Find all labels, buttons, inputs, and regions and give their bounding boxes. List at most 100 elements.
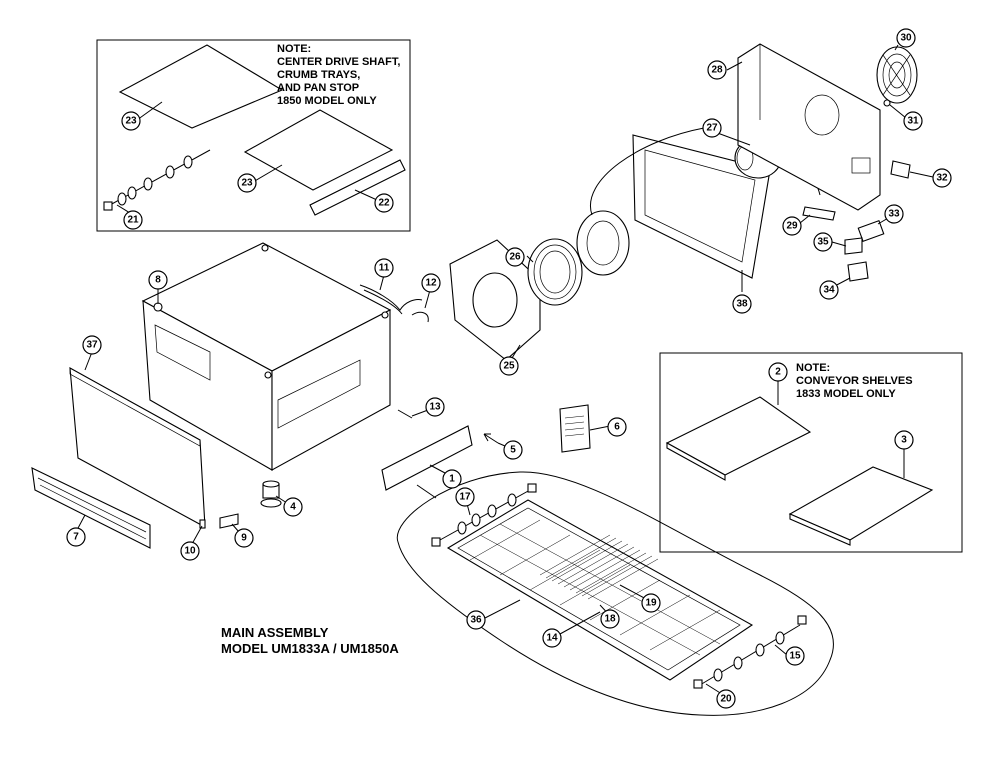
clip xyxy=(219,513,239,529)
direction-arrow xyxy=(483,433,499,444)
svg-text:13: 13 xyxy=(429,402,441,413)
svg-text:38: 38 xyxy=(736,299,748,310)
conveyor-belt-grid xyxy=(469,519,721,656)
conveyor-frame xyxy=(446,499,754,681)
callout-4: 4 xyxy=(283,497,303,517)
callout-31: 31 xyxy=(903,111,923,131)
diagram-title-line1: MAIN ASSEMBLY xyxy=(221,625,329,640)
blower-wheel xyxy=(527,238,583,306)
svg-text:22: 22 xyxy=(378,198,390,209)
access-panel xyxy=(381,425,473,491)
svg-text:34: 34 xyxy=(823,285,835,296)
oven-cabinet xyxy=(141,242,392,471)
svg-text:33: 33 xyxy=(888,209,900,220)
fan-guard xyxy=(876,46,918,104)
inlet-ring xyxy=(576,210,630,276)
callout-25: 25 xyxy=(499,356,519,376)
svg-text:31: 31 xyxy=(907,116,919,127)
callout-35: 35 xyxy=(813,232,833,252)
drive-shaft-rear xyxy=(431,483,537,547)
diagram-title-line2: MODEL UM1833A / UM1850A xyxy=(221,641,399,656)
svg-text:15: 15 xyxy=(789,651,801,662)
callout-14: 14 xyxy=(542,628,562,648)
svg-text:10: 10 xyxy=(184,546,196,557)
svg-text:36: 36 xyxy=(470,615,482,626)
callout-29: 29 xyxy=(782,216,802,236)
switch xyxy=(844,237,863,255)
callout-23-upper: 23 xyxy=(121,111,141,131)
callout-9: 9 xyxy=(234,528,254,548)
svg-text:37: 37 xyxy=(86,340,98,351)
svg-text:30: 30 xyxy=(900,33,912,44)
callout-1: 1 xyxy=(442,469,462,489)
crumb-rail xyxy=(31,467,151,549)
svg-text:28: 28 xyxy=(711,65,723,76)
callout-33: 33 xyxy=(884,204,904,224)
callout-36: 36 xyxy=(466,610,486,630)
callout-18: 18 xyxy=(600,609,620,629)
svg-text:32: 32 xyxy=(936,173,948,184)
center-drive-shaft xyxy=(103,149,211,211)
svg-text:11: 11 xyxy=(379,263,390,274)
svg-text:25: 25 xyxy=(503,361,515,372)
capacitor xyxy=(857,219,885,243)
callout-5: 5 xyxy=(503,440,523,460)
svg-text:20: 20 xyxy=(720,694,732,705)
note-top-left: NOTE: CENTER DRIVE SHAFT, CRUMB TRAYS, A… xyxy=(277,43,401,107)
callout-28: 28 xyxy=(707,60,727,80)
bracket xyxy=(802,206,836,221)
blower-housing xyxy=(632,134,771,279)
callout-11: 11 xyxy=(374,258,394,278)
svg-text:8: 8 xyxy=(155,275,161,286)
svg-text:18: 18 xyxy=(604,614,616,625)
cable-wires xyxy=(359,284,429,323)
small-fastener xyxy=(199,519,206,529)
callout-12: 12 xyxy=(421,273,441,293)
conveyor-shelf-lower xyxy=(788,466,934,546)
callout-7: 7 xyxy=(66,527,86,547)
callout-3: 3 xyxy=(894,430,914,450)
svg-text:21: 21 xyxy=(127,215,139,226)
motor-enclosure xyxy=(737,43,881,211)
drive-shaft-front xyxy=(693,615,807,689)
callout-22: 22 xyxy=(374,193,394,213)
callout-17: 17 xyxy=(455,487,475,507)
svg-text:6: 6 xyxy=(614,422,620,433)
relay xyxy=(847,261,869,282)
svg-text:26: 26 xyxy=(509,252,521,263)
svg-text:2: 2 xyxy=(775,367,781,378)
note-box-bottom-right xyxy=(659,352,963,553)
callout-34: 34 xyxy=(819,280,839,300)
callout-13: 13 xyxy=(425,397,445,417)
pan-stop xyxy=(309,159,406,216)
callout-2: 2 xyxy=(768,362,788,382)
svg-text:9: 9 xyxy=(241,533,247,544)
callout-30: 30 xyxy=(896,28,916,48)
callout-21: 21 xyxy=(123,210,143,230)
callout-19: 19 xyxy=(641,593,661,613)
svg-text:7: 7 xyxy=(73,532,79,543)
cover-plate xyxy=(890,160,911,179)
conveyor-outline xyxy=(396,471,834,716)
note-bottom-right: NOTE: CONVEYOR SHELVES 1833 MODEL ONLY xyxy=(796,362,913,400)
svg-text:14: 14 xyxy=(546,633,558,644)
svg-text:5: 5 xyxy=(510,445,516,456)
instruction-label xyxy=(559,404,591,453)
pin xyxy=(397,409,413,419)
callout-23-lower: 23 xyxy=(237,173,257,193)
svg-text:3: 3 xyxy=(901,435,907,446)
svg-text:23: 23 xyxy=(241,178,253,189)
callout-37: 37 xyxy=(82,335,102,355)
crumb-tray-lower xyxy=(243,109,394,191)
callout-38: 38 xyxy=(732,294,752,314)
svg-text:17: 17 xyxy=(459,492,471,503)
callout-26: 26 xyxy=(505,247,525,267)
svg-text:29: 29 xyxy=(786,221,798,232)
callout-6: 6 xyxy=(607,417,627,437)
callout-27: 27 xyxy=(702,118,722,138)
screw xyxy=(883,99,891,107)
conveyor-shelf-upper xyxy=(665,396,812,481)
crumb-tray-upper xyxy=(118,44,284,129)
